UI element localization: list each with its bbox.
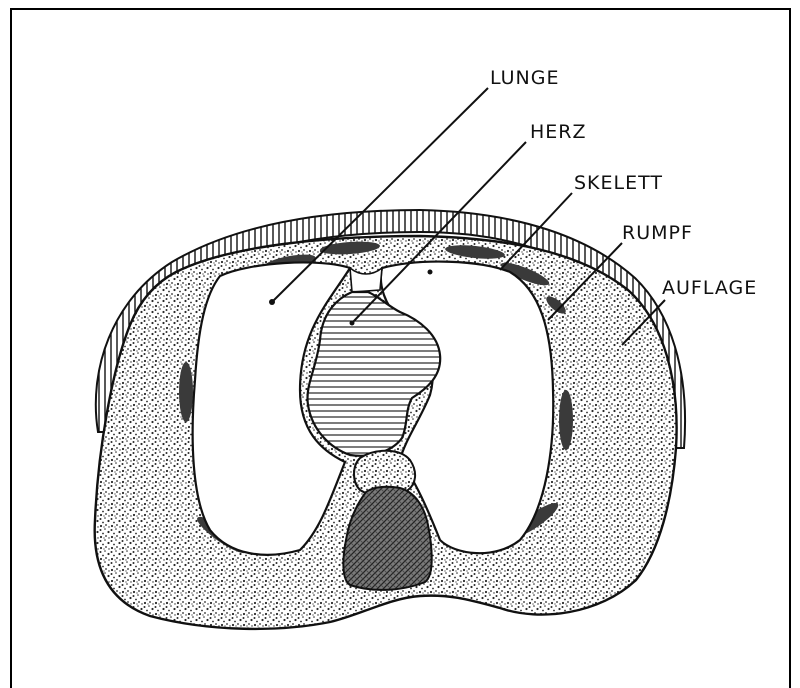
- label-rumpf: RUMPF: [622, 222, 693, 244]
- label-auflage: AUFLAGE: [662, 277, 757, 299]
- skelett-marker-dot: [428, 270, 433, 275]
- label-herz: HERZ: [530, 121, 587, 143]
- label-lunge: LUNGE: [490, 67, 560, 89]
- label-skelett: SKELETT: [574, 172, 663, 194]
- thorax-cross-section-diagram: LUNGE HERZ SKELETT RUMPF AUFLAGE: [0, 0, 800, 673]
